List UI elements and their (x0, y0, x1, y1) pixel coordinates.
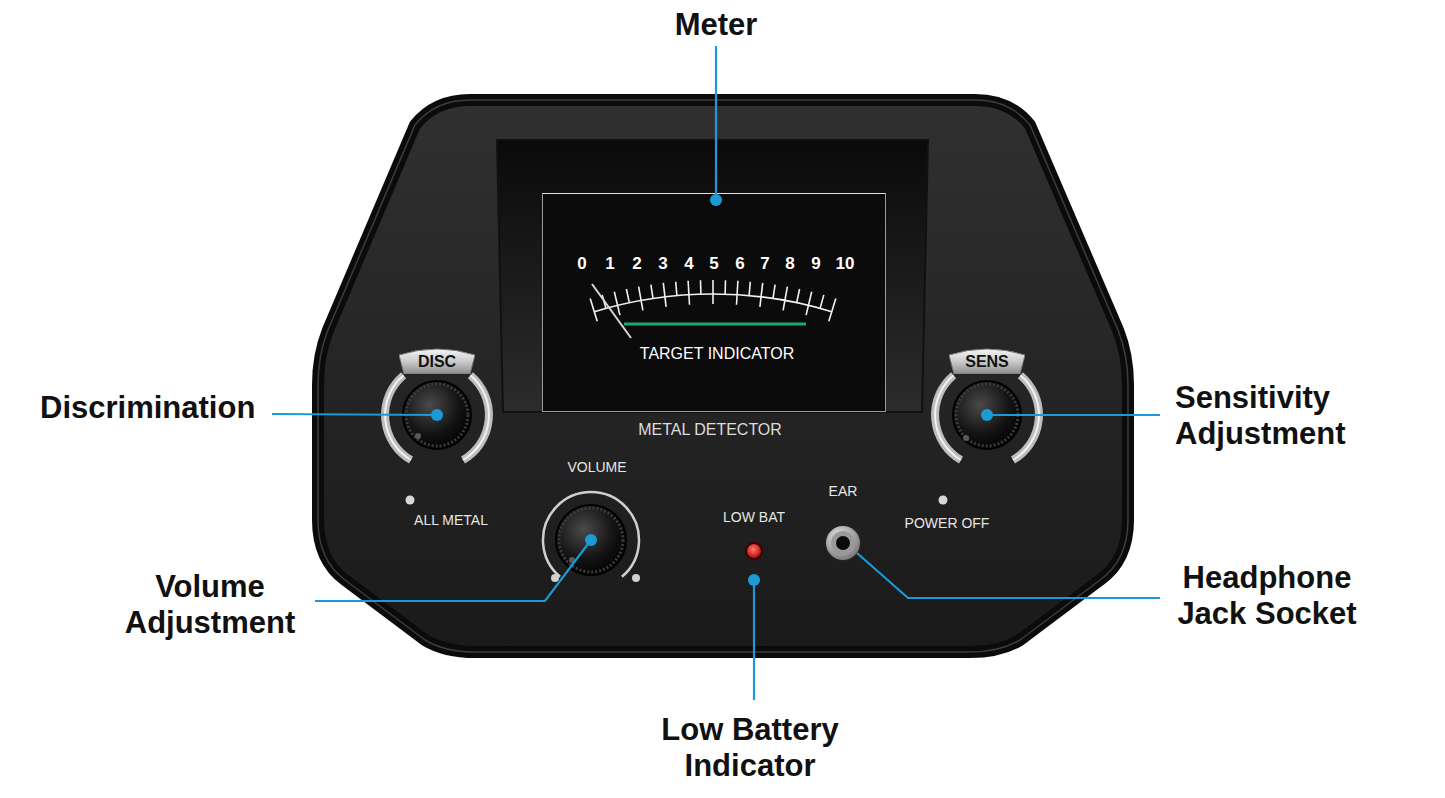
callout-label: Meter (616, 7, 816, 43)
scale-tick (663, 283, 666, 307)
meter-text: TARGET INDICATOR (640, 345, 794, 363)
meter-text: 6 (735, 254, 744, 274)
scale-tick (783, 287, 787, 311)
knob-mark (415, 433, 421, 439)
scale-tick (676, 282, 677, 296)
detector-housing: METAL DETECTOR VOLUME LOW BAT EAR ALL METAL P… (318, 100, 1128, 652)
leader-dot (431, 409, 443, 421)
scale-tick (712, 280, 714, 304)
scale-tick (614, 292, 620, 315)
housing-shape (318, 100, 1128, 652)
meter-text: 5 (709, 254, 718, 274)
position-dot (406, 496, 415, 505)
meter-needle (592, 284, 631, 338)
callout-label: Low Battery Indicator (645, 712, 855, 784)
scale-tick (773, 285, 775, 299)
sens-knob (935, 375, 1039, 504)
leader-line (315, 540, 591, 601)
knob-badge: DISC (399, 348, 475, 374)
meter-text: 0 (577, 254, 586, 274)
leader-line (272, 414, 437, 415)
disc-knob (385, 375, 489, 504)
housing-rim (318, 100, 1128, 652)
meter-recess (497, 140, 928, 412)
panel-label: POWER OFF (905, 515, 990, 531)
volume-ring (543, 492, 639, 577)
knob (556, 505, 626, 575)
scale-tick (760, 283, 763, 307)
badge-shape (399, 349, 475, 374)
leader-line (715, 46, 717, 200)
callout-label: Volume Adjustment (110, 569, 310, 641)
leader-dot (585, 534, 597, 546)
badge-label: DISC (418, 353, 456, 371)
leader-dot (748, 574, 760, 586)
scale-tick (651, 285, 653, 299)
scale-tick (626, 289, 629, 303)
position-dot (939, 496, 948, 505)
scale-tick (688, 281, 689, 305)
panel-label: METAL DETECTOR (638, 421, 782, 439)
green-band (624, 323, 806, 326)
leader-line (753, 580, 755, 700)
scale-tick (639, 287, 643, 311)
meter-text: 3 (658, 254, 667, 274)
leader-dot (981, 409, 993, 421)
position-dot (632, 574, 640, 582)
jack-ring (825, 525, 861, 561)
battery-led (746, 543, 762, 559)
leader-line (987, 414, 1160, 416)
meter-text: 4 (684, 254, 693, 274)
scale-tick (749, 282, 750, 296)
panel-label: EAR (829, 483, 858, 499)
meter-text: 2 (632, 254, 641, 274)
scale-tick (806, 292, 812, 315)
scale-tick (737, 281, 738, 305)
jack-hole (836, 536, 850, 550)
scale-tick (590, 298, 597, 321)
headphone-jack (825, 525, 861, 561)
callout-label: Discrimination (40, 390, 270, 426)
leader-dot (710, 194, 722, 206)
leader-line (857, 553, 1160, 598)
meter-text: 7 (760, 254, 769, 274)
meter-text: 8 (785, 254, 794, 274)
position-dot (551, 574, 559, 582)
leader-lines (272, 46, 1160, 700)
scale-tick (724, 280, 726, 294)
jack-collar (831, 531, 855, 555)
volume-knob (543, 492, 640, 582)
panel-label: LOW BAT (723, 509, 785, 525)
badge-label: SENS (965, 353, 1009, 371)
meter-text: 10 (836, 254, 855, 274)
panel-label: ALL METAL (414, 512, 488, 528)
scale-tick (797, 289, 800, 303)
panel-label: VOLUME (567, 459, 626, 475)
callout-label: Headphone Jack Socket (1167, 560, 1367, 632)
knob-knurl (559, 508, 623, 572)
meter-text: 9 (811, 254, 820, 274)
scale-tick (700, 280, 702, 294)
knob-badge: SENS (949, 348, 1025, 374)
badge-shape (949, 349, 1025, 374)
scale-tick (829, 298, 836, 321)
knob-mark (963, 435, 969, 441)
callout-label: Sensitivity Adjustment (1175, 380, 1375, 452)
scale-tick (820, 295, 824, 309)
meter-scale (590, 280, 836, 321)
leader-dots (431, 194, 993, 586)
meter-text: 1 (605, 254, 614, 274)
